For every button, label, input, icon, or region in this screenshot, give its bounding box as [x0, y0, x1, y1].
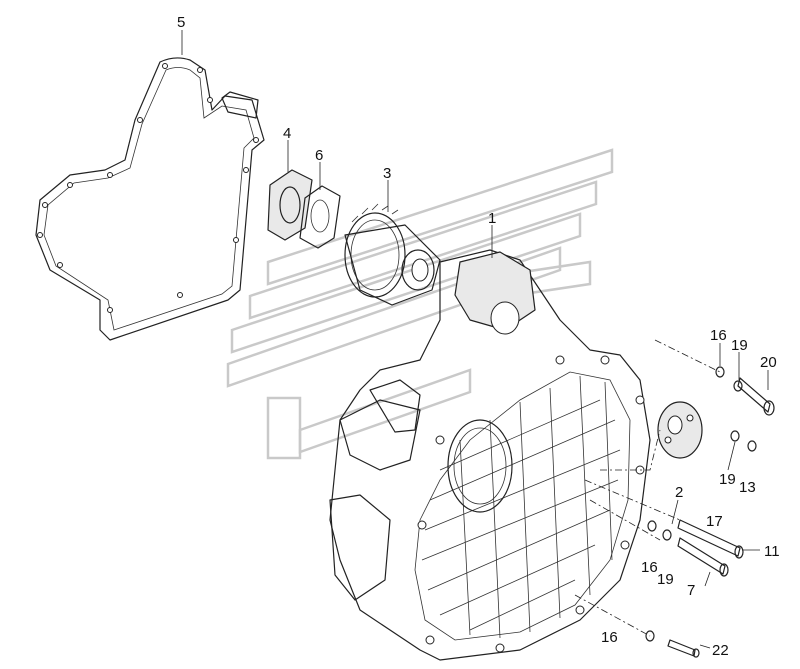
cover-plate	[657, 401, 703, 459]
label-7: 7	[687, 582, 695, 599]
fasteners	[645, 366, 775, 658]
label-16a: 16	[710, 327, 727, 344]
label-20: 20	[760, 354, 777, 371]
label-6: 6	[315, 147, 323, 164]
label-19a: 19	[731, 337, 748, 354]
gasket-part-6	[299, 185, 341, 249]
label-2: 2	[675, 484, 683, 501]
label-5: 5	[177, 14, 185, 31]
flywheel-housing-part-1	[329, 249, 651, 661]
label-1: 1	[488, 210, 496, 227]
label-22: 22	[712, 642, 729, 659]
label-19c: 19	[657, 571, 674, 588]
lead-lines	[574, 339, 721, 637]
gasket-part-5	[35, 57, 265, 341]
callouts: 5 4 6 3 1 16 19 20 19 13 2 17 11 16 19 7…	[177, 14, 780, 659]
label-17: 17	[706, 513, 723, 530]
seal-cover-part-4	[267, 169, 313, 241]
label-4: 4	[283, 125, 291, 142]
label-19b: 19	[719, 471, 736, 488]
label-16c: 16	[601, 629, 618, 646]
callout-leaders	[181, 30, 769, 649]
label-16b: 16	[641, 559, 658, 576]
label-13: 13	[739, 479, 756, 496]
label-11: 11	[764, 543, 780, 560]
label-3: 3	[383, 165, 391, 182]
gear-pump-part-3	[344, 203, 441, 306]
